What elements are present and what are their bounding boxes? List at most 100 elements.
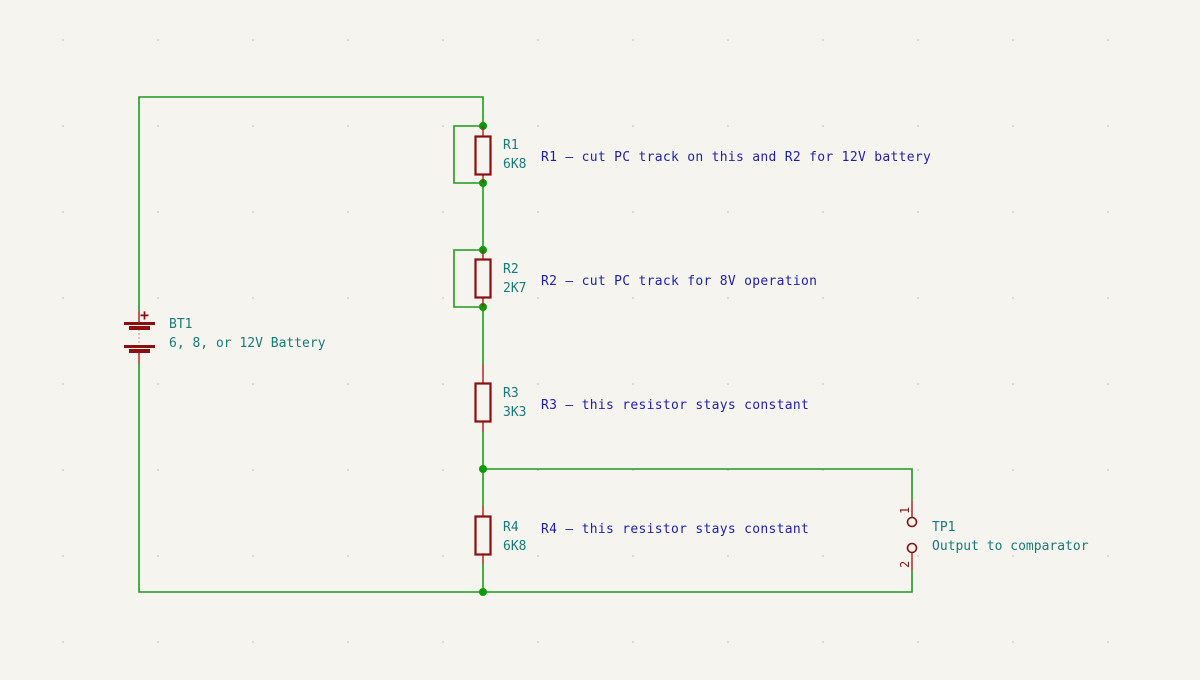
grid-dot (347, 297, 349, 299)
grid-dot (917, 39, 919, 41)
grid-dot (1012, 125, 1014, 127)
grid-dot (62, 383, 64, 385)
resistor-body (474, 382, 492, 423)
grid-dot (727, 555, 729, 557)
r1-value[interactable]: 6K8 (503, 157, 526, 172)
grid-dot (157, 297, 159, 299)
resistor-r3[interactable]: R3 3K3 R3 – this resistor stays constant (474, 364, 810, 432)
wire-battery-top-to-r1[interactable] (138, 96, 484, 310)
r2-value[interactable]: 2K7 (503, 281, 526, 296)
grid-dot (347, 641, 349, 643)
grid-dot (537, 297, 539, 299)
grid-dot (442, 469, 444, 471)
grid-dot (157, 555, 159, 557)
r4-reference[interactable]: R4 (503, 520, 519, 535)
grid-dot (822, 383, 824, 385)
grid-dot (537, 555, 539, 557)
resistor-body (474, 515, 492, 556)
r4-note[interactable]: R4 – this resistor stays constant (541, 522, 809, 537)
grid-dot (917, 125, 919, 127)
grid-dot (1012, 469, 1014, 471)
wire-junction-to-tp1[interactable] (483, 468, 913, 500)
r3-note[interactable]: R3 – this resistor stays constant (541, 398, 809, 413)
r2-reference[interactable]: R2 (503, 262, 519, 277)
plus-icon: + (140, 306, 149, 324)
grid-dot (347, 383, 349, 385)
resistor-r4[interactable]: R4 6K8 R4 – this resistor stays constant (474, 506, 810, 564)
r1-reference[interactable]: R1 (503, 138, 519, 153)
wire-ground-return[interactable] (138, 364, 913, 593)
grid-dot (1107, 125, 1109, 127)
grid-dot (1012, 383, 1014, 385)
grid-dot (252, 211, 254, 213)
tp1-terminal-2 (906, 542, 918, 554)
grid-dot (62, 555, 64, 557)
grid-dot (62, 39, 64, 41)
tp1-pin-2-number: 2 (898, 561, 912, 568)
test-point-tp1[interactable]: 1 2 TP1 Output to comparator (898, 500, 1089, 570)
grid-dot (917, 555, 919, 557)
resistor-body (474, 135, 492, 176)
r4-value[interactable]: 6K8 (503, 539, 526, 554)
grid-dot (62, 125, 64, 127)
grid-dot (537, 211, 539, 213)
grid-dot (537, 39, 539, 41)
grid-dot (442, 39, 444, 41)
grid-dot (917, 383, 919, 385)
grid-dot (252, 469, 254, 471)
grid-dot (347, 211, 349, 213)
tp1-reference[interactable]: TP1 (932, 520, 955, 535)
grid-dot (252, 125, 254, 127)
wires (138, 96, 913, 593)
grid-dot (62, 211, 64, 213)
grid-dot (1012, 39, 1014, 41)
grid-dot (252, 555, 254, 557)
grid-dot (157, 125, 159, 127)
wire-r1-bypass[interactable] (453, 125, 483, 184)
grid-dot (822, 641, 824, 643)
grid-dot (822, 297, 824, 299)
grid-dot (727, 211, 729, 213)
tp1-pin-1-number: 1 (898, 507, 912, 514)
r3-value[interactable]: 3K3 (503, 405, 526, 420)
r1-note[interactable]: R1 – cut PC track on this and R2 for 12V… (541, 150, 931, 165)
grid-dot (252, 641, 254, 643)
battery-plate-long (124, 322, 155, 325)
battery-bt1[interactable]: + BT1 6, 8, or 12V Battery (124, 306, 326, 364)
grid-dot (1107, 555, 1109, 557)
junction-dot[interactable] (479, 465, 487, 473)
grid-dot (632, 641, 634, 643)
grid-dot (347, 555, 349, 557)
grid-dot (1012, 641, 1014, 643)
grid-dot (917, 469, 919, 471)
grid-dot (537, 125, 539, 127)
grid-dot (157, 641, 159, 643)
grid-dot (442, 125, 444, 127)
grid-dot (537, 641, 539, 643)
r2-note[interactable]: R2 – cut PC track for 8V operation (541, 274, 817, 289)
grid-dot (442, 555, 444, 557)
wire-r2-bypass[interactable] (453, 249, 483, 308)
tp1-value[interactable]: Output to comparator (932, 539, 1089, 554)
bt1-value[interactable]: 6, 8, or 12V Battery (169, 336, 326, 351)
grid-dot (917, 297, 919, 299)
grid-dot (347, 125, 349, 127)
grid-dot (442, 211, 444, 213)
grid-dot (252, 39, 254, 41)
grid-dot (252, 383, 254, 385)
grid-dot (442, 383, 444, 385)
grid-dot (822, 211, 824, 213)
resistor-r2[interactable]: R2 2K7 R2 – cut PC track for 8V operatio… (474, 250, 818, 307)
junction-dot[interactable] (479, 588, 487, 596)
bt1-reference[interactable]: BT1 (169, 317, 192, 332)
grid-dot (1107, 469, 1109, 471)
grid-dot (727, 297, 729, 299)
r3-reference[interactable]: R3 (503, 386, 519, 401)
resistor-r1[interactable]: R1 6K8 R1 – cut PC track on this and R2 … (474, 126, 932, 183)
grid-dot (917, 641, 919, 643)
grid-dot (537, 383, 539, 385)
grid-dot (62, 469, 64, 471)
grid-dot (252, 297, 254, 299)
grid-dot (632, 211, 634, 213)
